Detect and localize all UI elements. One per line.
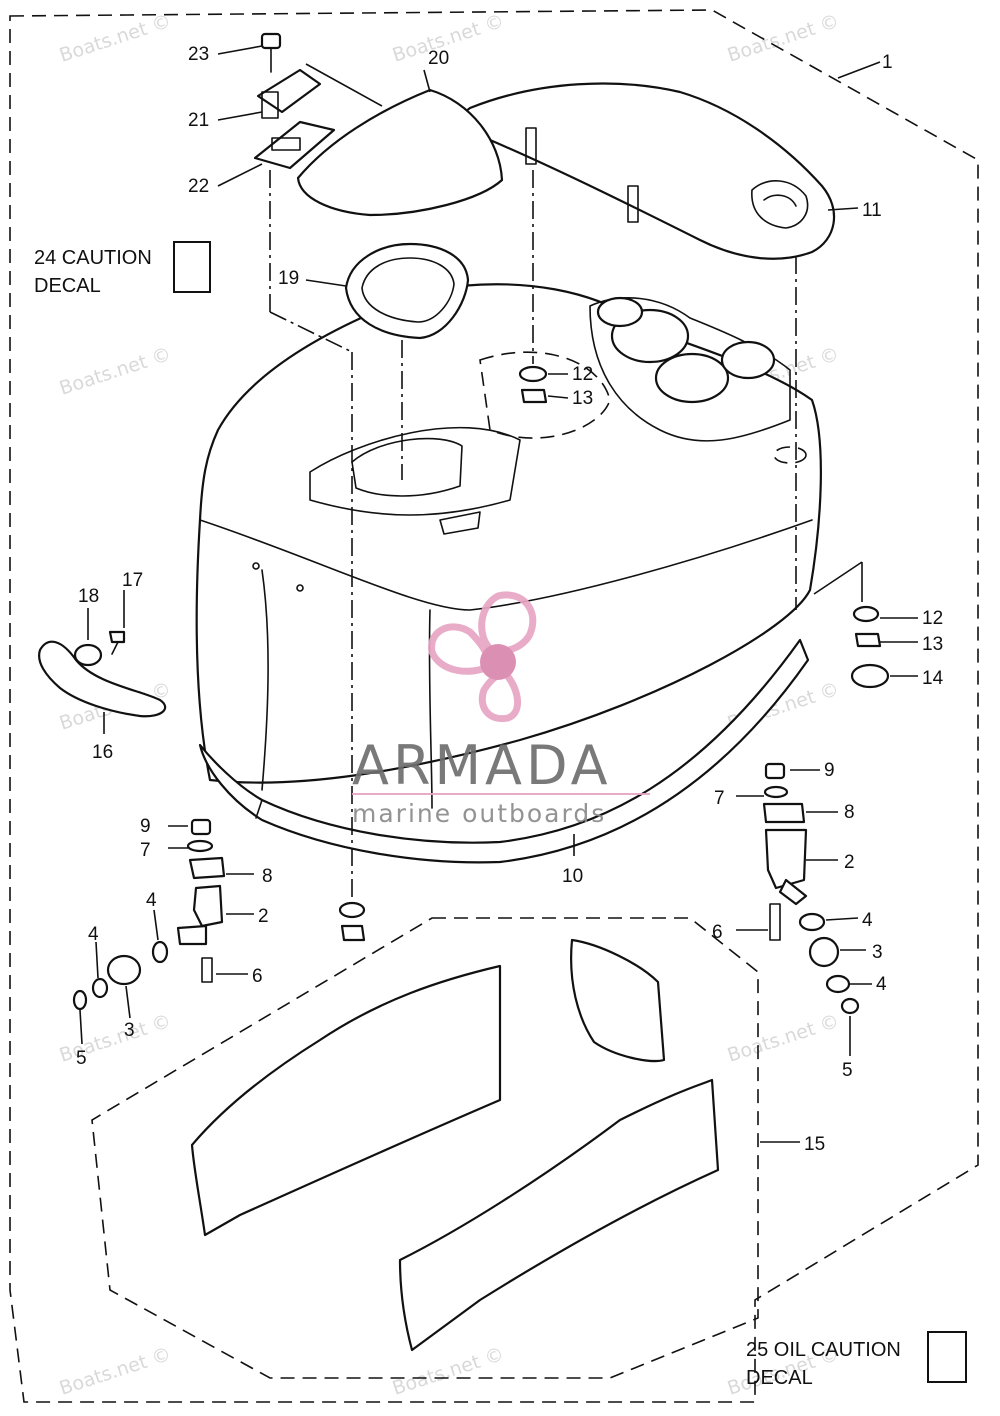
top-cap (463, 82, 836, 260)
oil-caution-decal-line2: DECAL (746, 1367, 813, 1389)
callout-12-right: 12 (922, 608, 943, 629)
leader-lines (79, 45, 918, 1143)
liner-pieces (190, 938, 720, 1352)
propeller-icon (428, 591, 537, 723)
callout-9-right: 9 (824, 760, 835, 781)
callout-22: 22 (188, 176, 209, 197)
lower-seal-strip (198, 638, 810, 864)
callout-7-right: 7 (714, 788, 725, 809)
callout-4-right-upper: 4 (862, 910, 873, 931)
oil-caution-decal-note: 25 OIL CAUTION DECAL (746, 1331, 967, 1389)
grommets-and-nuts (338, 365, 890, 942)
callout-6-right: 6 (712, 922, 723, 943)
watermark: Boats.net © (390, 1343, 507, 1400)
callout-3-right: 3 (872, 942, 883, 963)
caution-decal-note: 24 CAUTION DECAL (34, 241, 211, 297)
oil-caution-decal-box (927, 1331, 967, 1383)
right-bracket-hardware (762, 762, 860, 1015)
caution-decal-line2: DECAL (34, 275, 101, 297)
liner-kit-boundary (91, 917, 759, 1379)
callout-1: 1 (882, 52, 893, 73)
callout-17: 17 (122, 570, 143, 591)
side-plate-assembly (38, 630, 167, 718)
callout-2-left: 2 (258, 906, 269, 927)
callout-13-right: 13 (922, 634, 943, 655)
callout-9-left: 9 (140, 816, 151, 837)
callout-8-right: 8 (844, 802, 855, 823)
cover-kit-boundary (9, 9, 979, 1403)
callout-18: 18 (78, 586, 99, 607)
callout-11: 11 (862, 200, 882, 221)
callout-15: 15 (804, 1134, 825, 1155)
watermark: Boats.net © (57, 1010, 174, 1067)
callout-8-left: 8 (262, 866, 273, 887)
callout-labels: 23 21 22 20 19 1 11 12 13 12 13 14 17 18… (76, 44, 944, 1155)
gasket-seal (344, 242, 470, 340)
callout-10: 10 (562, 866, 583, 887)
callout-7-left: 7 (140, 840, 151, 861)
oil-caution-decal-line1: 25 OIL CAUTION (746, 1339, 901, 1361)
watermark: Boats.net © (725, 1010, 842, 1067)
caution-decal-line1: 24 CAUTION (34, 247, 152, 269)
callout-5-left: 5 (76, 1048, 87, 1069)
callout-2-right: 2 (844, 852, 855, 873)
callout-16: 16 (92, 742, 113, 763)
callout-19: 19 (278, 268, 299, 289)
callout-13-top: 13 (572, 388, 593, 409)
callout-5-right: 5 (842, 1060, 853, 1081)
left-bracket-hardware (72, 818, 226, 1011)
front-cover (296, 88, 504, 217)
watermark: Boats.net © (57, 10, 174, 67)
watermark: Boats.net © (725, 10, 842, 67)
callout-20: 20 (428, 48, 449, 69)
latch-assembly (253, 32, 336, 170)
watermark: Boats.net © (57, 343, 174, 400)
callout-4-left-lower: 4 (88, 924, 99, 945)
caution-decal-box (173, 241, 211, 293)
callout-6-left: 6 (252, 966, 263, 987)
callout-23: 23 (188, 44, 209, 65)
brand-name: ARMADA (352, 734, 612, 797)
callout-21: 21 (188, 110, 209, 131)
brand-tagline: marine outboards (352, 799, 606, 828)
callout-4-right-lower: 4 (876, 974, 887, 995)
callout-12-top: 12 (572, 364, 593, 385)
callout-4-left-upper: 4 (146, 890, 157, 911)
armada-brand-logo: ARMADA marine outboards (352, 591, 650, 828)
callout-3-left: 3 (124, 1020, 135, 1041)
watermark: Boats.net © (57, 1343, 174, 1400)
callout-14: 14 (922, 668, 944, 689)
